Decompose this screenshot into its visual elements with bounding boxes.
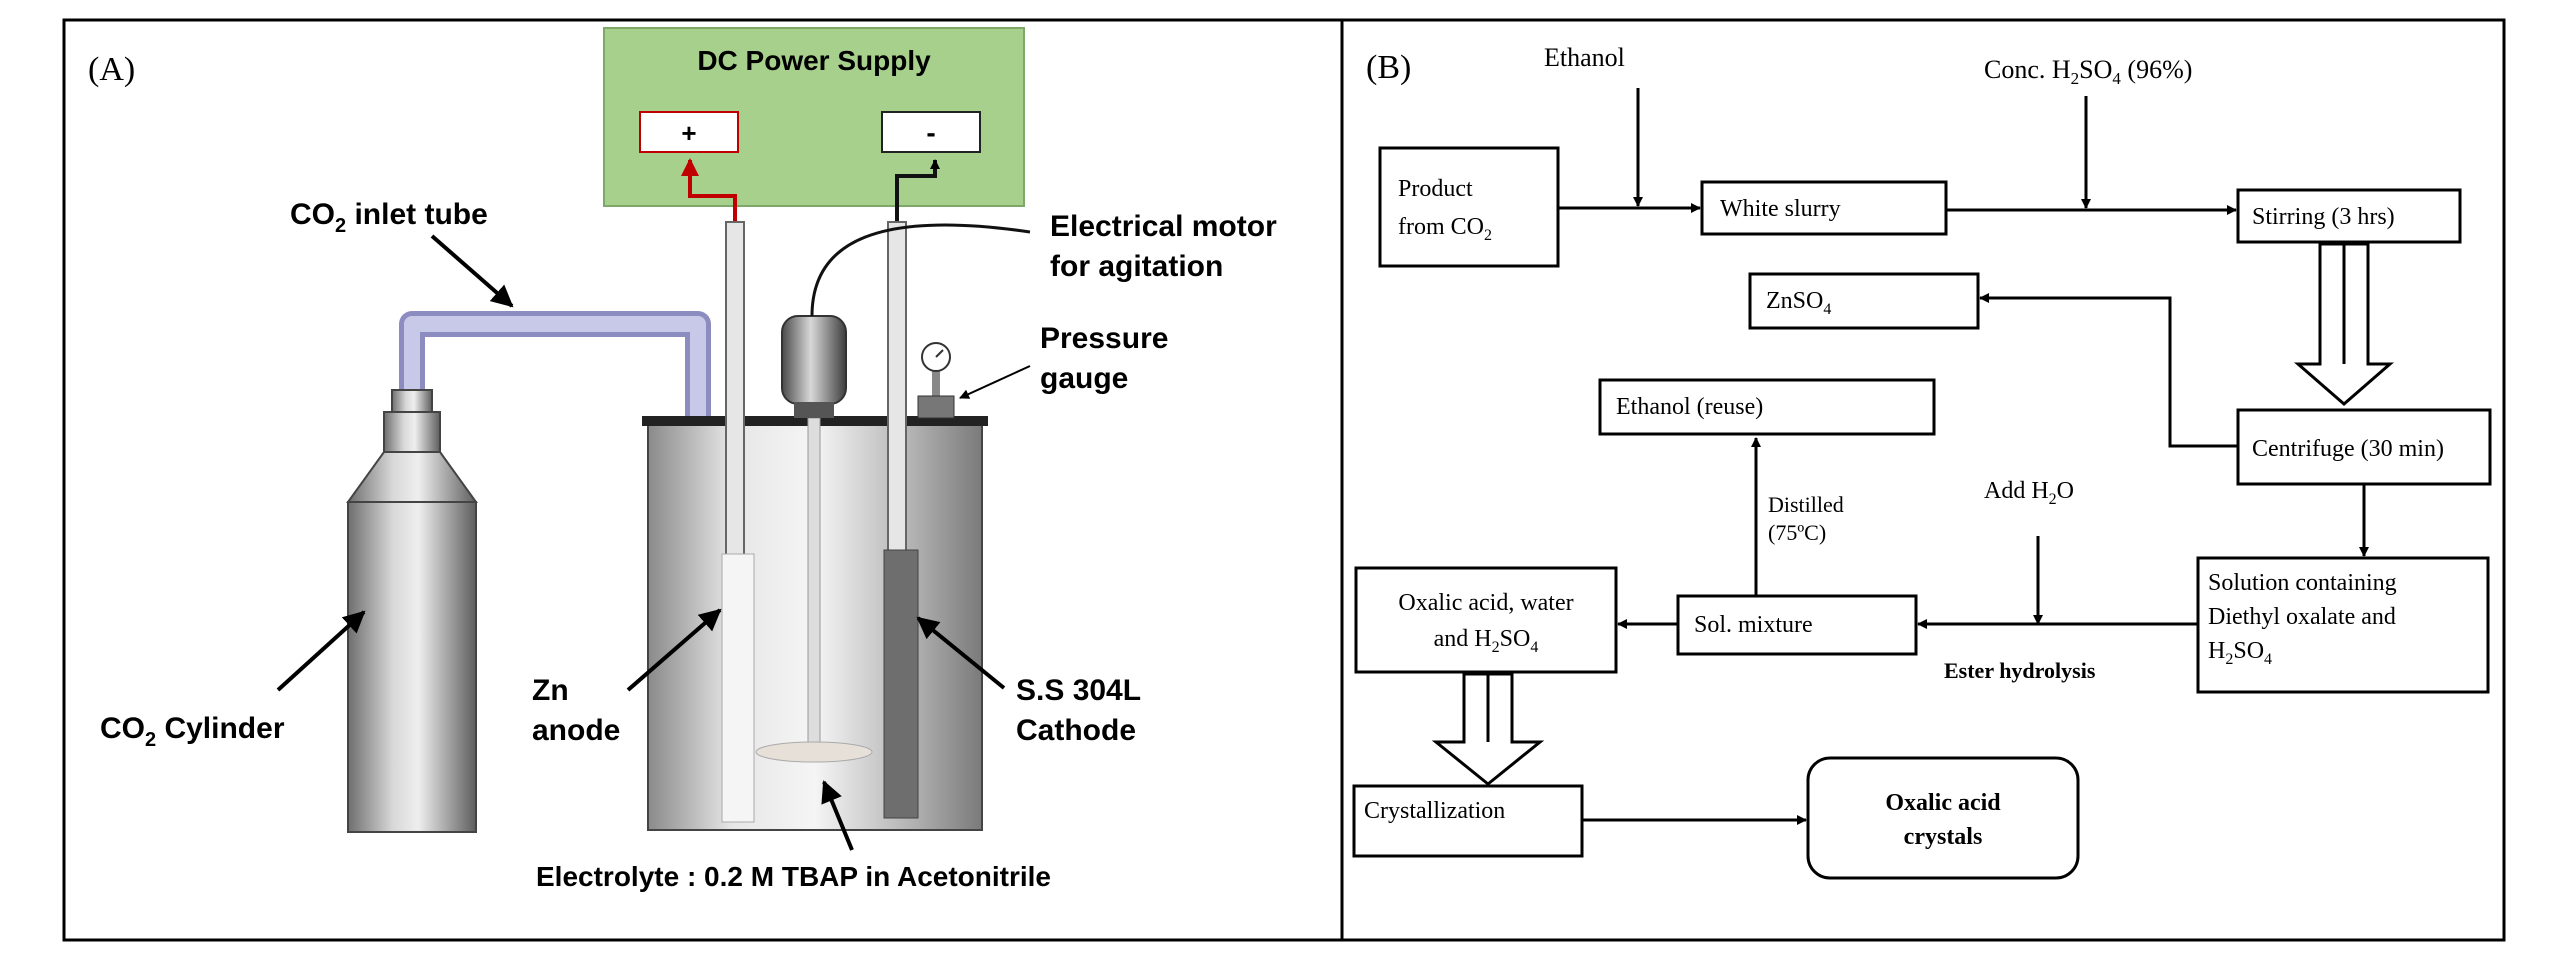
electrolyte-pointer [821,780,854,851]
ethanol-reuse-box [1598,378,1936,436]
ethanol-input-label: Ethanol [1544,43,1625,72]
electrolyte-label: Electrolyte : 0.2 M TBAP in Acetonitrile [536,861,1051,892]
co2-cylinder-label: CO2 Cylinder [100,712,285,751]
sol-mixture-label: Sol. mixture [1694,612,1813,638]
anode-rod [725,221,745,567]
dc-power-supply-title: DC Power Supply [697,45,931,76]
co2-cylinder [347,501,477,833]
panel-a-label: (A) [88,51,135,88]
motor-base [794,402,834,418]
oxalic-water-box [1354,566,1618,674]
anode-label-line2: anode [532,714,620,747]
product-line1: Product [1398,176,1473,202]
positive-terminal [639,111,739,153]
oxalic-crystals-box [1806,756,2080,880]
motor-cable [810,223,1031,317]
add-h2o-label: Add H2O [1984,478,2074,508]
co2-inlet-pointer [430,234,514,308]
positive-wire [681,158,737,222]
cathode-rod [887,221,907,567]
cylinder-valve [391,389,433,415]
cathode-pointer [916,616,1006,690]
stirrer-blade [755,741,873,763]
centrifuge-box [2236,408,2492,486]
cathode-label-line1: S.S 304L [1016,674,1141,707]
cylinder-neck [383,411,441,453]
product-box [1378,146,1560,268]
ester-hydrolysis-label: Ester hydrolysis [1944,658,2096,683]
crystallization-box [1352,784,1584,858]
gauge-fitting [917,395,955,419]
motor-label-line2: for agitation [1050,250,1223,283]
oxalic-water-line2: and H2SO4 [1434,626,1539,656]
negative-wire [895,159,940,222]
solution-line1: Solution containing [2208,570,2397,596]
gauge-pointer [959,365,1031,399]
negative-terminal-label: - [926,117,935,148]
solution-containing-box [2196,556,2490,694]
product-line2: from CO2 [1398,214,1492,244]
anode-pointer [626,608,722,692]
stirring-label: Stirring (3 hrs) [2252,204,2395,230]
panel-b-label: (B) [1366,49,1411,86]
white-slurry-label: White slurry [1720,196,1841,222]
stirring-box [2236,188,2462,244]
positive-terminal-label: + [681,118,696,148]
cathode-label-line2: Cathode [1016,714,1136,747]
centrifuge-label: Centrifuge (30 min) [2252,436,2444,462]
solution-line2: Diethyl oxalate and [2208,604,2396,630]
gauge-stem [932,368,940,396]
zn-anode [721,553,755,823]
centrifuge-to-znso4-arrow [1979,293,2238,448]
oxalic-water-line1: Oxalic acid, water [1398,590,1573,616]
motor-label-line1: Electrical motor [1050,210,1277,243]
oxalic-crystals-line2: crystals [1904,824,1983,850]
anode-label-line1: Zn [532,674,569,707]
cathode-plate [883,549,919,819]
conc-h2so4-label: Conc. H2SO4 (96%) [1984,55,2192,88]
cylinder-pointer [276,610,366,692]
znso4-label: ZnSO4 [1766,288,1831,318]
stirrer-shaft [807,417,821,759]
gauge-label-line1: Pressure [1040,322,1168,355]
co2-inlet-label: CO2 inlet tube [290,198,488,237]
sol-mixture-box [1676,594,1918,656]
white-slurry-box [1700,180,1948,236]
distilled-line1: Distilled [1768,492,1844,517]
ethanol-reuse-label: Ethanol (reuse) [1616,394,1763,420]
negative-terminal [881,111,981,153]
oxalic-crystals-line1: Oxalic acid [1885,790,2001,816]
crystallization-label: Crystallization [1364,798,1505,824]
gauge-label-line2: gauge [1040,362,1128,395]
znso4-box [1748,272,1980,330]
solution-line3: H2SO4 [2208,638,2272,668]
electrical-motor [781,315,847,405]
distilled-line2: (75ºC) [1768,520,1826,545]
